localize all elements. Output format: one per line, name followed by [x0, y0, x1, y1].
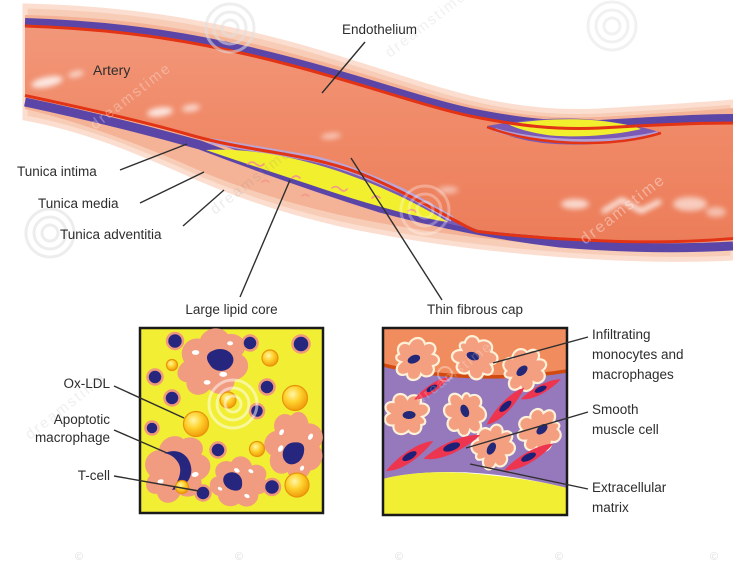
- tunica-media-leader: [139, 171, 205, 204]
- artery-intima-top: [24, 18, 733, 129]
- small-plaque-endothelium-line: [486, 125, 662, 145]
- artery-lumen: [25, 27, 733, 241]
- t-cell-leader: [113, 475, 200, 492]
- lumen-highlight-zigzag: [601, 197, 662, 214]
- inset-lipid-band: [383, 472, 567, 515]
- tunica-intima-label: Tunica intima: [17, 164, 97, 179]
- apoptotic-macrophage-leader: [113, 429, 168, 454]
- fibrous-cap-inset: [381, 326, 569, 517]
- apoptotic-macrophage-label: Apoptotic macrophage: [34, 412, 110, 445]
- tunica-media-label: Tunica media: [38, 196, 119, 211]
- plaque-lipid-core: [206, 149, 448, 222]
- extracellular-matrix-label: Extracellular matrix: [592, 480, 667, 515]
- watermark-symbol: ©: [395, 551, 403, 563]
- extracellular-matrix-leader: [469, 463, 589, 490]
- watermark-symbol: ©: [75, 551, 83, 563]
- large-lipid-core-leader: [239, 179, 291, 298]
- endothelium-line-top: [24, 24, 733, 130]
- ox-ldl-label: Ox-LDL: [63, 376, 110, 391]
- apoptotic-macrophage-cell: [145, 436, 211, 503]
- infiltrating-leader: [492, 336, 589, 364]
- artery-label: Artery: [93, 62, 131, 78]
- leader-lines: [113, 41, 589, 492]
- ox-ldl-leader: [113, 385, 185, 419]
- watermark-copyright-ring: [437, 366, 453, 382]
- fibrous-cap-inset-title: Thin fibrous cap: [426, 302, 524, 317]
- endothelium-label: Endothelium: [342, 22, 418, 37]
- tunica-adventitia-label: Tunica adventitia: [60, 227, 162, 242]
- watermark-symbol: ©: [235, 551, 243, 563]
- infiltrating-monocytes-label: Infiltrating monocytes and macrophages: [592, 327, 684, 382]
- fibrous-cap-inset-frame: [381, 326, 569, 517]
- thin-fibrous-cap-leader: [350, 157, 443, 301]
- lipid-core-inset-title: Large lipid core: [185, 302, 278, 317]
- ox-ldl-droplets: [165, 349, 310, 498]
- artery-intima-bottom: [24, 97, 733, 253]
- smooth-muscle-leader: [465, 411, 589, 449]
- smooth-muscle-cell-label: Smooth muscle cell: [592, 402, 659, 437]
- lumen-highlights: [31, 70, 726, 217]
- tunica-adventitia-leader: [182, 189, 225, 227]
- watermark-symbol: ©: [710, 551, 718, 563]
- t-cell-label: T-cell: [77, 468, 110, 483]
- watermark-symbol: ©: [555, 551, 563, 563]
- tunica-intima-leader: [119, 143, 188, 171]
- lipid-core-inset: [138, 326, 325, 515]
- watermark-spiral: [586, 0, 638, 52]
- endothelium-leader: [321, 41, 366, 94]
